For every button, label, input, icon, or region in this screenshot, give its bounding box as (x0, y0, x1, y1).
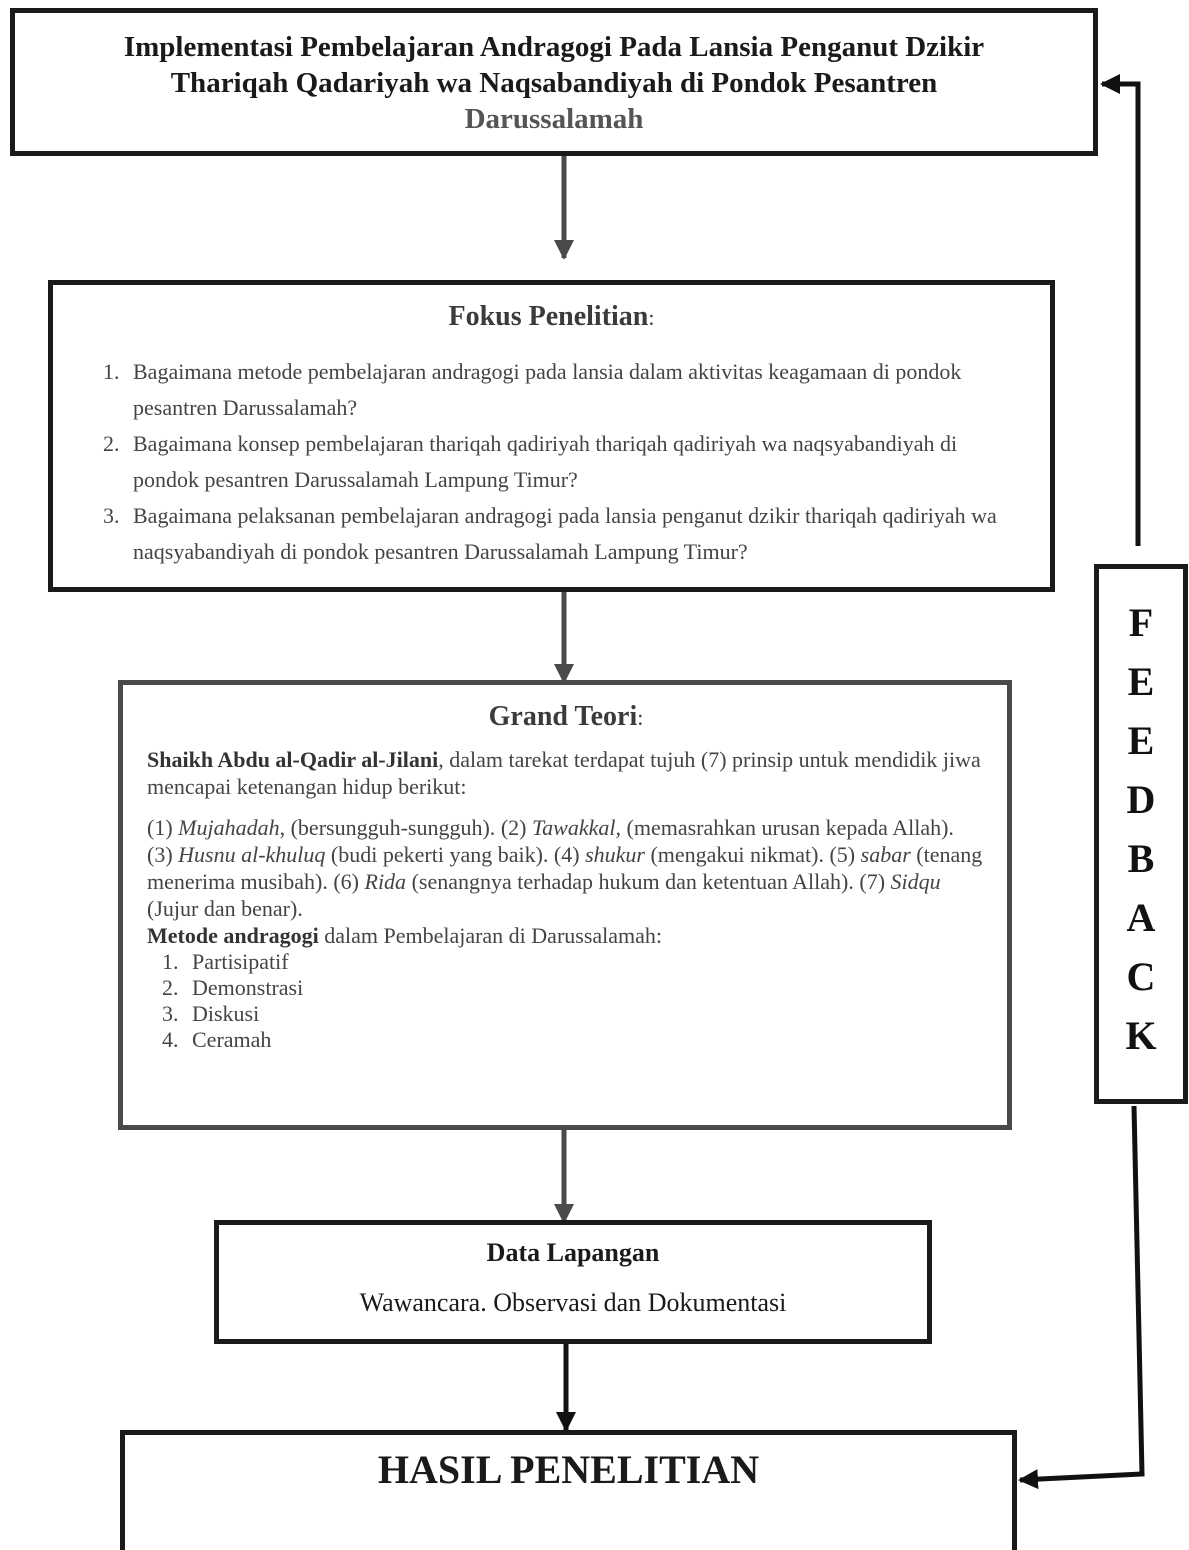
grand-heading-colon: : (637, 705, 644, 730)
title-box: Implementasi Pembelajaran Andragogi Pada… (10, 8, 1098, 156)
feedback-letter: C (1126, 954, 1156, 999)
grand-heading: Grand Teori: (147, 699, 985, 736)
fokus-heading-text: Fokus Penelitian (448, 301, 649, 332)
principle-term: Mujahadah (178, 815, 280, 840)
data-heading: Data Lapangan (486, 1238, 660, 1267)
hasil-heading: HASIL PENELITIAN (377, 1447, 760, 1492)
grand-principles: (1) Mujahadah, (bersungguh-sungguh). (2)… (147, 814, 985, 922)
feedback-letter: A (1126, 895, 1156, 940)
method-suffix: dalam Pembelajaran di Darussalamah: (318, 923, 663, 948)
principle-term: Sidqu (890, 869, 941, 894)
principle-desc: (memasrahkan urusan kepada Allah). (621, 815, 954, 840)
fokus-heading-colon: : (648, 305, 655, 330)
feedback-line-bottom (1018, 1105, 1145, 1490)
principle-num: (2) (500, 815, 532, 840)
principle-num: (4) (553, 842, 586, 867)
title-line-1: Implementasi Pembelajaran Andragogi Pada… (123, 31, 985, 63)
data-subtext: Wawancara. Observasi dan Dokumentasi (359, 1288, 787, 1317)
hasil-penelitian-box: HASIL PENELITIAN (120, 1430, 1017, 1550)
fokus-question-list: Bagaimana metode pembelajaran andragogi … (77, 354, 1026, 570)
feedback-letter: B (1127, 836, 1155, 881)
title-line-3: Darussalamah (464, 103, 644, 135)
principle-term: Husnu al-khuluq (178, 842, 326, 867)
fokus-question: Bagaimana pelaksanan pembelajaran andrag… (125, 498, 1026, 570)
feedback-letter: E (1127, 659, 1155, 704)
feedback-letter: D (1126, 777, 1156, 822)
fokus-question: Bagaimana konsep pembelajaran thariqah q… (125, 426, 1026, 498)
principle-term: shukur (585, 842, 645, 867)
principle-num: (1) (147, 815, 179, 840)
principle-desc: (tenang menerima musibah). (147, 842, 983, 894)
grand-teori-box: Grand Teori: Shaikh Abdu al-Qadir al-Jil… (118, 680, 1012, 1130)
feedback-line-top (1100, 74, 1141, 546)
title-line-2: Thariqah Qadariyah wa Naqsabandiyah di P… (170, 67, 938, 99)
grand-author: Shaikh Abdu al-Qadir al-Jilani (147, 747, 439, 772)
method-item: Demonstrasi (184, 975, 985, 1001)
method-item: Ceramah (184, 1027, 985, 1053)
principle-term: sabar (860, 842, 911, 867)
principle-term: Rida (364, 869, 407, 894)
method-item: Partisipatif (184, 949, 985, 975)
feedback-letter: K (1125, 1013, 1157, 1058)
principle-num: (3) (147, 842, 179, 867)
data-lapangan-box: Data Lapangan Wawancara. Observasi dan D… (214, 1220, 932, 1344)
principle-term: Tawakkal, (531, 815, 621, 840)
feedback-letter: F (1128, 600, 1154, 645)
grand-intro-text: , dalam tarekat terdapat tujuh (7) prins… (147, 747, 981, 799)
principle-desc: , (bersungguh-sungguh). (279, 815, 501, 840)
principle-num: (6) (333, 869, 365, 894)
principle-desc: (budi pekerti yang baik). (325, 842, 554, 867)
grand-intro: Shaikh Abdu al-Qadir al-Jilani, dalam ta… (147, 746, 985, 800)
principle-num: (7) (859, 869, 891, 894)
method-heading: Metode andragogi dalam Pembelajaran di D… (147, 922, 985, 949)
principle-num: (5) (829, 842, 861, 867)
principle-desc: (senangnya terhadap hukum dan ketentuan … (406, 869, 860, 894)
feedback-letter: E (1127, 718, 1155, 763)
method-item: Diskusi (184, 1001, 985, 1027)
method-list: Partisipatif Demonstrasi Diskusi Ceramah (147, 949, 985, 1053)
method-label: Metode andragogi (147, 923, 319, 948)
principle-desc: (mengakui nikmat). (644, 842, 830, 867)
principle-desc: (Jujur dan benar). (147, 896, 303, 921)
fokus-question: Bagaimana metode pembelajaran andragogi … (125, 354, 1026, 426)
feedback-box: F E E D B A C K (1094, 564, 1188, 1104)
fokus-heading: Fokus Penelitian: (77, 299, 1026, 336)
fokus-penelitian-box: Fokus Penelitian: Bagaimana metode pembe… (48, 280, 1055, 592)
grand-heading-text: Grand Teori (488, 701, 638, 732)
